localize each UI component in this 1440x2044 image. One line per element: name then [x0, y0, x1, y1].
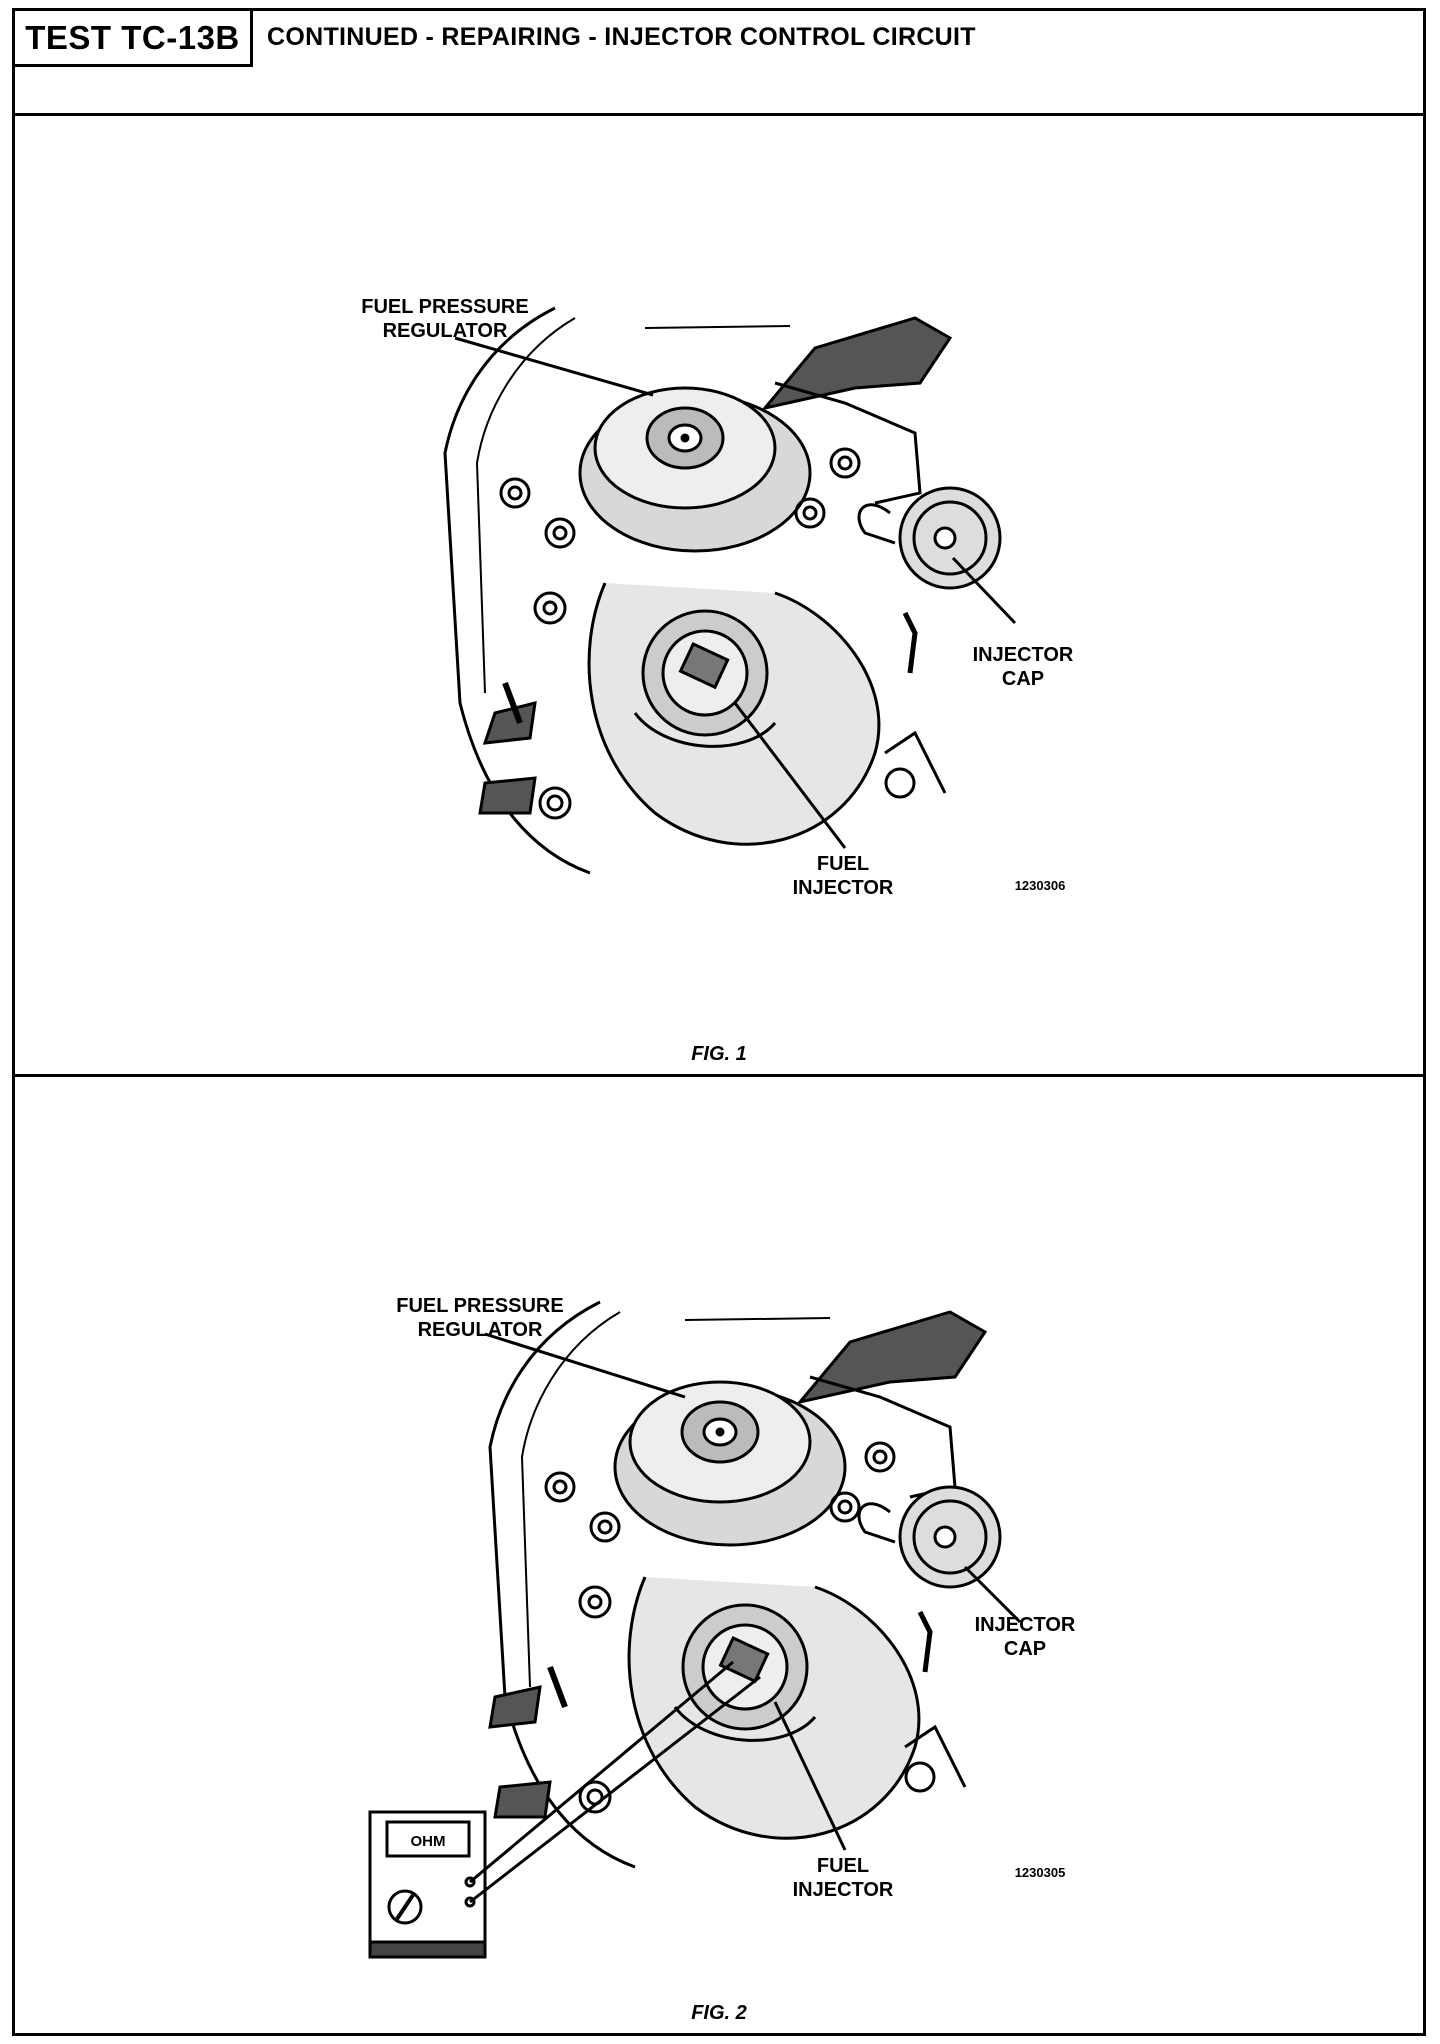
- label-injector-line2: INJECTOR: [793, 1879, 894, 1901]
- label-cap-line1: INJECTOR: [975, 1614, 1076, 1636]
- label-injector-line1: FUEL: [817, 1855, 869, 1877]
- label-regulator-line1: FUEL PRESSURE: [361, 296, 528, 318]
- meter-display: OHM: [411, 1833, 446, 1850]
- figure-1-illustration: FUEL PRESSURE REGULATOR INJECTOR CAP FUE…: [361, 296, 1074, 899]
- label-regulator-line2: REGULATOR: [418, 1319, 543, 1341]
- label-cap-line1: INJECTOR: [973, 644, 1074, 666]
- figure-code: 1230305: [1015, 1865, 1066, 1880]
- label-regulator-line2: REGULATOR: [383, 320, 508, 342]
- figure-1-panel: FUEL PRESSURE REGULATOR INJECTOR CAP FUE…: [15, 113, 1423, 1077]
- page-title: CONTINUED - REPAIRING - INJECTOR CONTROL…: [267, 23, 976, 51]
- label-cap-line2: CAP: [1002, 668, 1044, 690]
- label-cap-line2: CAP: [1004, 1638, 1046, 1660]
- document-page: TEST TC-13B CONTINUED - REPAIRING - INJE…: [12, 8, 1426, 2036]
- figure-2-illustration: FUEL PRESSURE REGULATOR INJECTOR CAP FUE…: [368, 1295, 1076, 1959]
- figure-caption: FIG. 1: [691, 1043, 747, 1065]
- label-regulator-line1: FUEL PRESSURE: [396, 1295, 563, 1317]
- ohmmeter: [368, 1810, 487, 1959]
- figure-caption: FIG. 2: [691, 2002, 747, 2024]
- test-id-box: TEST TC-13B: [15, 11, 253, 67]
- header: TEST TC-13B CONTINUED - REPAIRING - INJE…: [15, 11, 1423, 116]
- housing-outline: [488, 1300, 636, 1869]
- label-injector-line2: INJECTOR: [793, 877, 894, 899]
- label-injector-line1: FUEL: [817, 853, 869, 875]
- figure-2-panel: FUEL PRESSURE REGULATOR INJECTOR CAP FUE…: [15, 1077, 1423, 2033]
- figure-code: 1230306: [1015, 878, 1066, 893]
